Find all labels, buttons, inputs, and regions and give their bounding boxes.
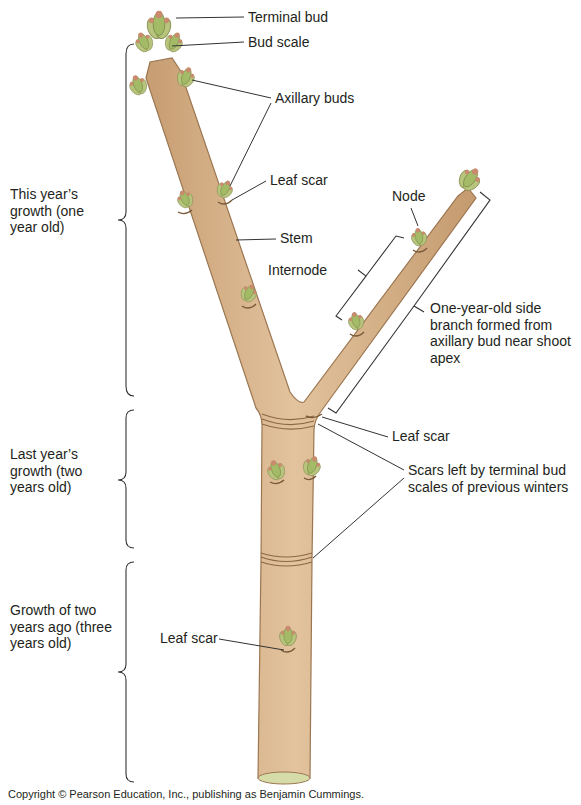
part-label: Leaf scar [392, 428, 450, 445]
part-label: Terminal bud [248, 9, 328, 26]
part-label: Stem [280, 230, 313, 247]
brackets [118, 44, 490, 782]
part-label: Axillary buds [275, 90, 354, 107]
twig-stem [146, 58, 476, 778]
part-label: Bud scale [248, 34, 309, 51]
copyright-note: Copyright © Pearson Education, Inc., pub… [8, 788, 364, 801]
part-label: Leaf scar [160, 630, 218, 647]
part-label: Scars left by terminal bud scales of pre… [408, 462, 573, 495]
bud-scale-scars [261, 414, 314, 566]
cut-end [258, 772, 310, 784]
part-label: This year’s growth (one year old) [10, 186, 110, 236]
part-label: Internode [268, 262, 327, 279]
leader-lines [172, 17, 418, 650]
part-label: Node [392, 188, 425, 205]
part-label: Last year’s growth (two years old) [10, 446, 110, 496]
part-label: Leaf scar [270, 172, 328, 189]
part-label: Growth of two years ago (three years old… [10, 602, 115, 652]
leaf-scars [178, 200, 427, 652]
part-label: One-year-old side branch formed from axi… [430, 300, 575, 366]
